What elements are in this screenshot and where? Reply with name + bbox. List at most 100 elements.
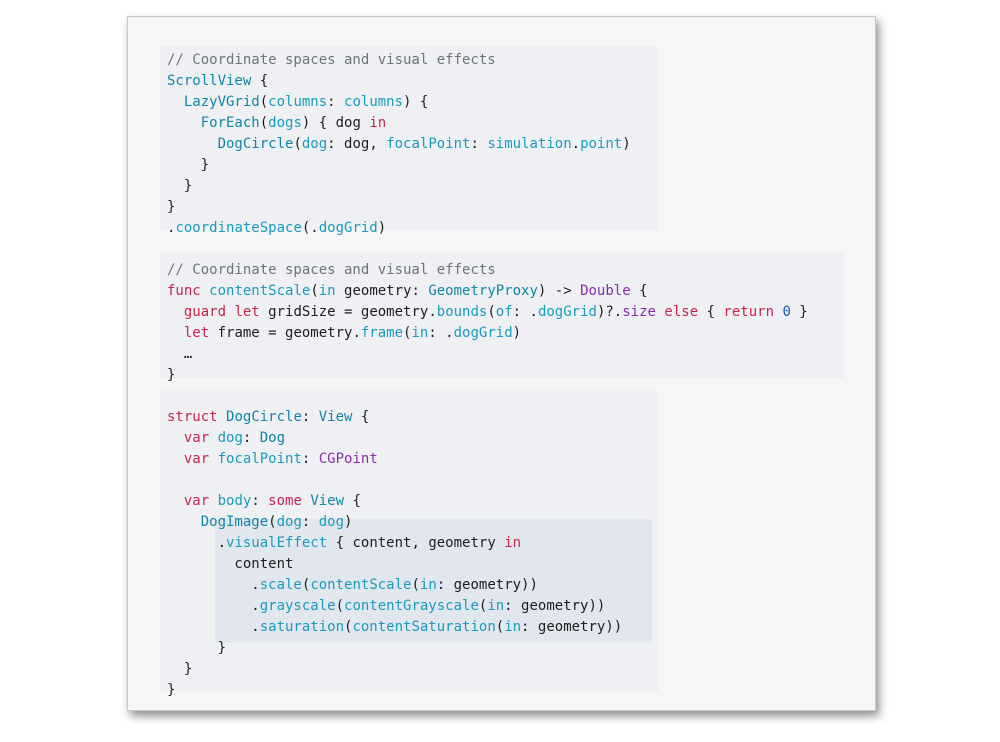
code-token: var [183,493,210,509]
code-token: dogs [268,115,302,131]
code-token: { [698,304,724,320]
code-token: point [580,136,623,152]
code-line [167,470,808,491]
code-token: guard [183,304,227,320]
code-token: ( [403,325,412,341]
code-token: ( [495,619,505,635]
code-token: DogImage [200,514,269,530]
code-token: ( [268,514,277,530]
code-token: columns [268,94,328,110]
code-token: in [369,115,387,131]
code-token [167,514,201,530]
code-token: } [167,367,176,383]
code-token: ) -> [537,283,581,299]
code-token: dogGrid [318,220,378,236]
code-token: } [167,661,193,677]
code-token [167,304,184,320]
code-token [167,136,218,152]
code-token: ( [478,598,488,614]
code-token: return [723,304,774,320]
code-token: Double [580,283,631,299]
code-token: ScrollView [167,73,252,89]
code-token: } [167,157,210,173]
code-token: { [352,409,370,425]
code-token: )?. [596,304,623,320]
code-line: // Coordinate spaces and visual effects [167,260,808,281]
code-line: ScrollView { [167,71,808,92]
code-line: .visualEffect { content, geometry in [167,533,808,554]
code-token: ) [622,136,631,152]
code-line: } [167,659,808,680]
code-token: DogCircle [226,409,302,425]
code-token: size [622,304,656,320]
code-token: ) { dog [301,115,370,131]
code-token: { content, geometry [327,535,505,551]
code-token: ( [344,619,353,635]
code-token: contentGrayscale [344,598,479,614]
code-token: } [790,304,808,320]
code-token: } [167,178,193,194]
code-token: . [167,577,260,593]
code-token: ) { [403,94,429,110]
code-token [167,325,184,341]
code-token: contentSaturation [352,619,496,635]
code-token [201,283,209,299]
code-line: content [167,554,808,575]
code-token: frame = geometry. [209,325,361,341]
code-token: { [344,493,361,509]
code-token: contentScale [209,283,311,299]
code-token: in [318,283,336,299]
code-token [209,451,217,467]
code-token: var [183,430,210,446]
code-line: } [167,365,808,386]
code-token: Dog [259,430,286,446]
code-token: in [504,619,522,635]
code-token: View [318,409,353,425]
code-token: : [301,451,319,467]
code-token: frame [360,325,404,341]
code-token: contentScale [310,577,412,593]
code-token: : . [428,325,454,341]
code-token: 0 [782,304,791,320]
code-line: guard let gridSize = geometry.bounds(of:… [167,302,808,323]
code-token: : geometry)) [504,598,606,614]
code-token: LazyVGrid [183,94,260,110]
code-token [209,493,217,509]
code-token: focalPoint [386,136,471,152]
code-token: var [183,451,210,467]
code-token: let [234,304,260,320]
code-token: : . [512,304,538,320]
code-token: ) [377,220,387,236]
code-token: : geometry)) [436,577,538,593]
code-token: body [217,493,252,509]
code-token: columns [344,94,404,110]
code-token: struct [167,409,218,425]
code-token: DogCircle [217,136,294,152]
code-token: gridSize = geometry. [259,304,437,320]
code-token: : [251,493,269,509]
code-token: } [167,640,227,656]
code-token: scale [259,577,302,593]
code-token: ( [259,115,269,131]
code-line: } [167,197,808,218]
code-token [209,430,217,446]
code-token: ( [310,283,319,299]
code-line: struct DogCircle: View { [167,407,808,428]
code-token [167,115,201,131]
code-token: dog [217,430,243,446]
code-line: var body: some View { [167,491,808,512]
code-line: } [167,638,808,659]
code-token: focalPoint [217,451,302,467]
code-token: in [504,535,522,551]
code-line: .coordinateSpace(.dogGrid) [167,218,808,239]
code-token: saturation [259,619,345,635]
code-token: : [301,409,319,425]
code-token: . [167,220,176,236]
code-token: // Coordinate spaces and visual effects [167,52,496,68]
code-line: .grayscale(contentGrayscale(in: geometry… [167,596,808,617]
code-token [218,409,226,425]
code-token: visualEffect [226,535,328,551]
code-token [167,451,184,467]
code-token: : [327,94,345,110]
